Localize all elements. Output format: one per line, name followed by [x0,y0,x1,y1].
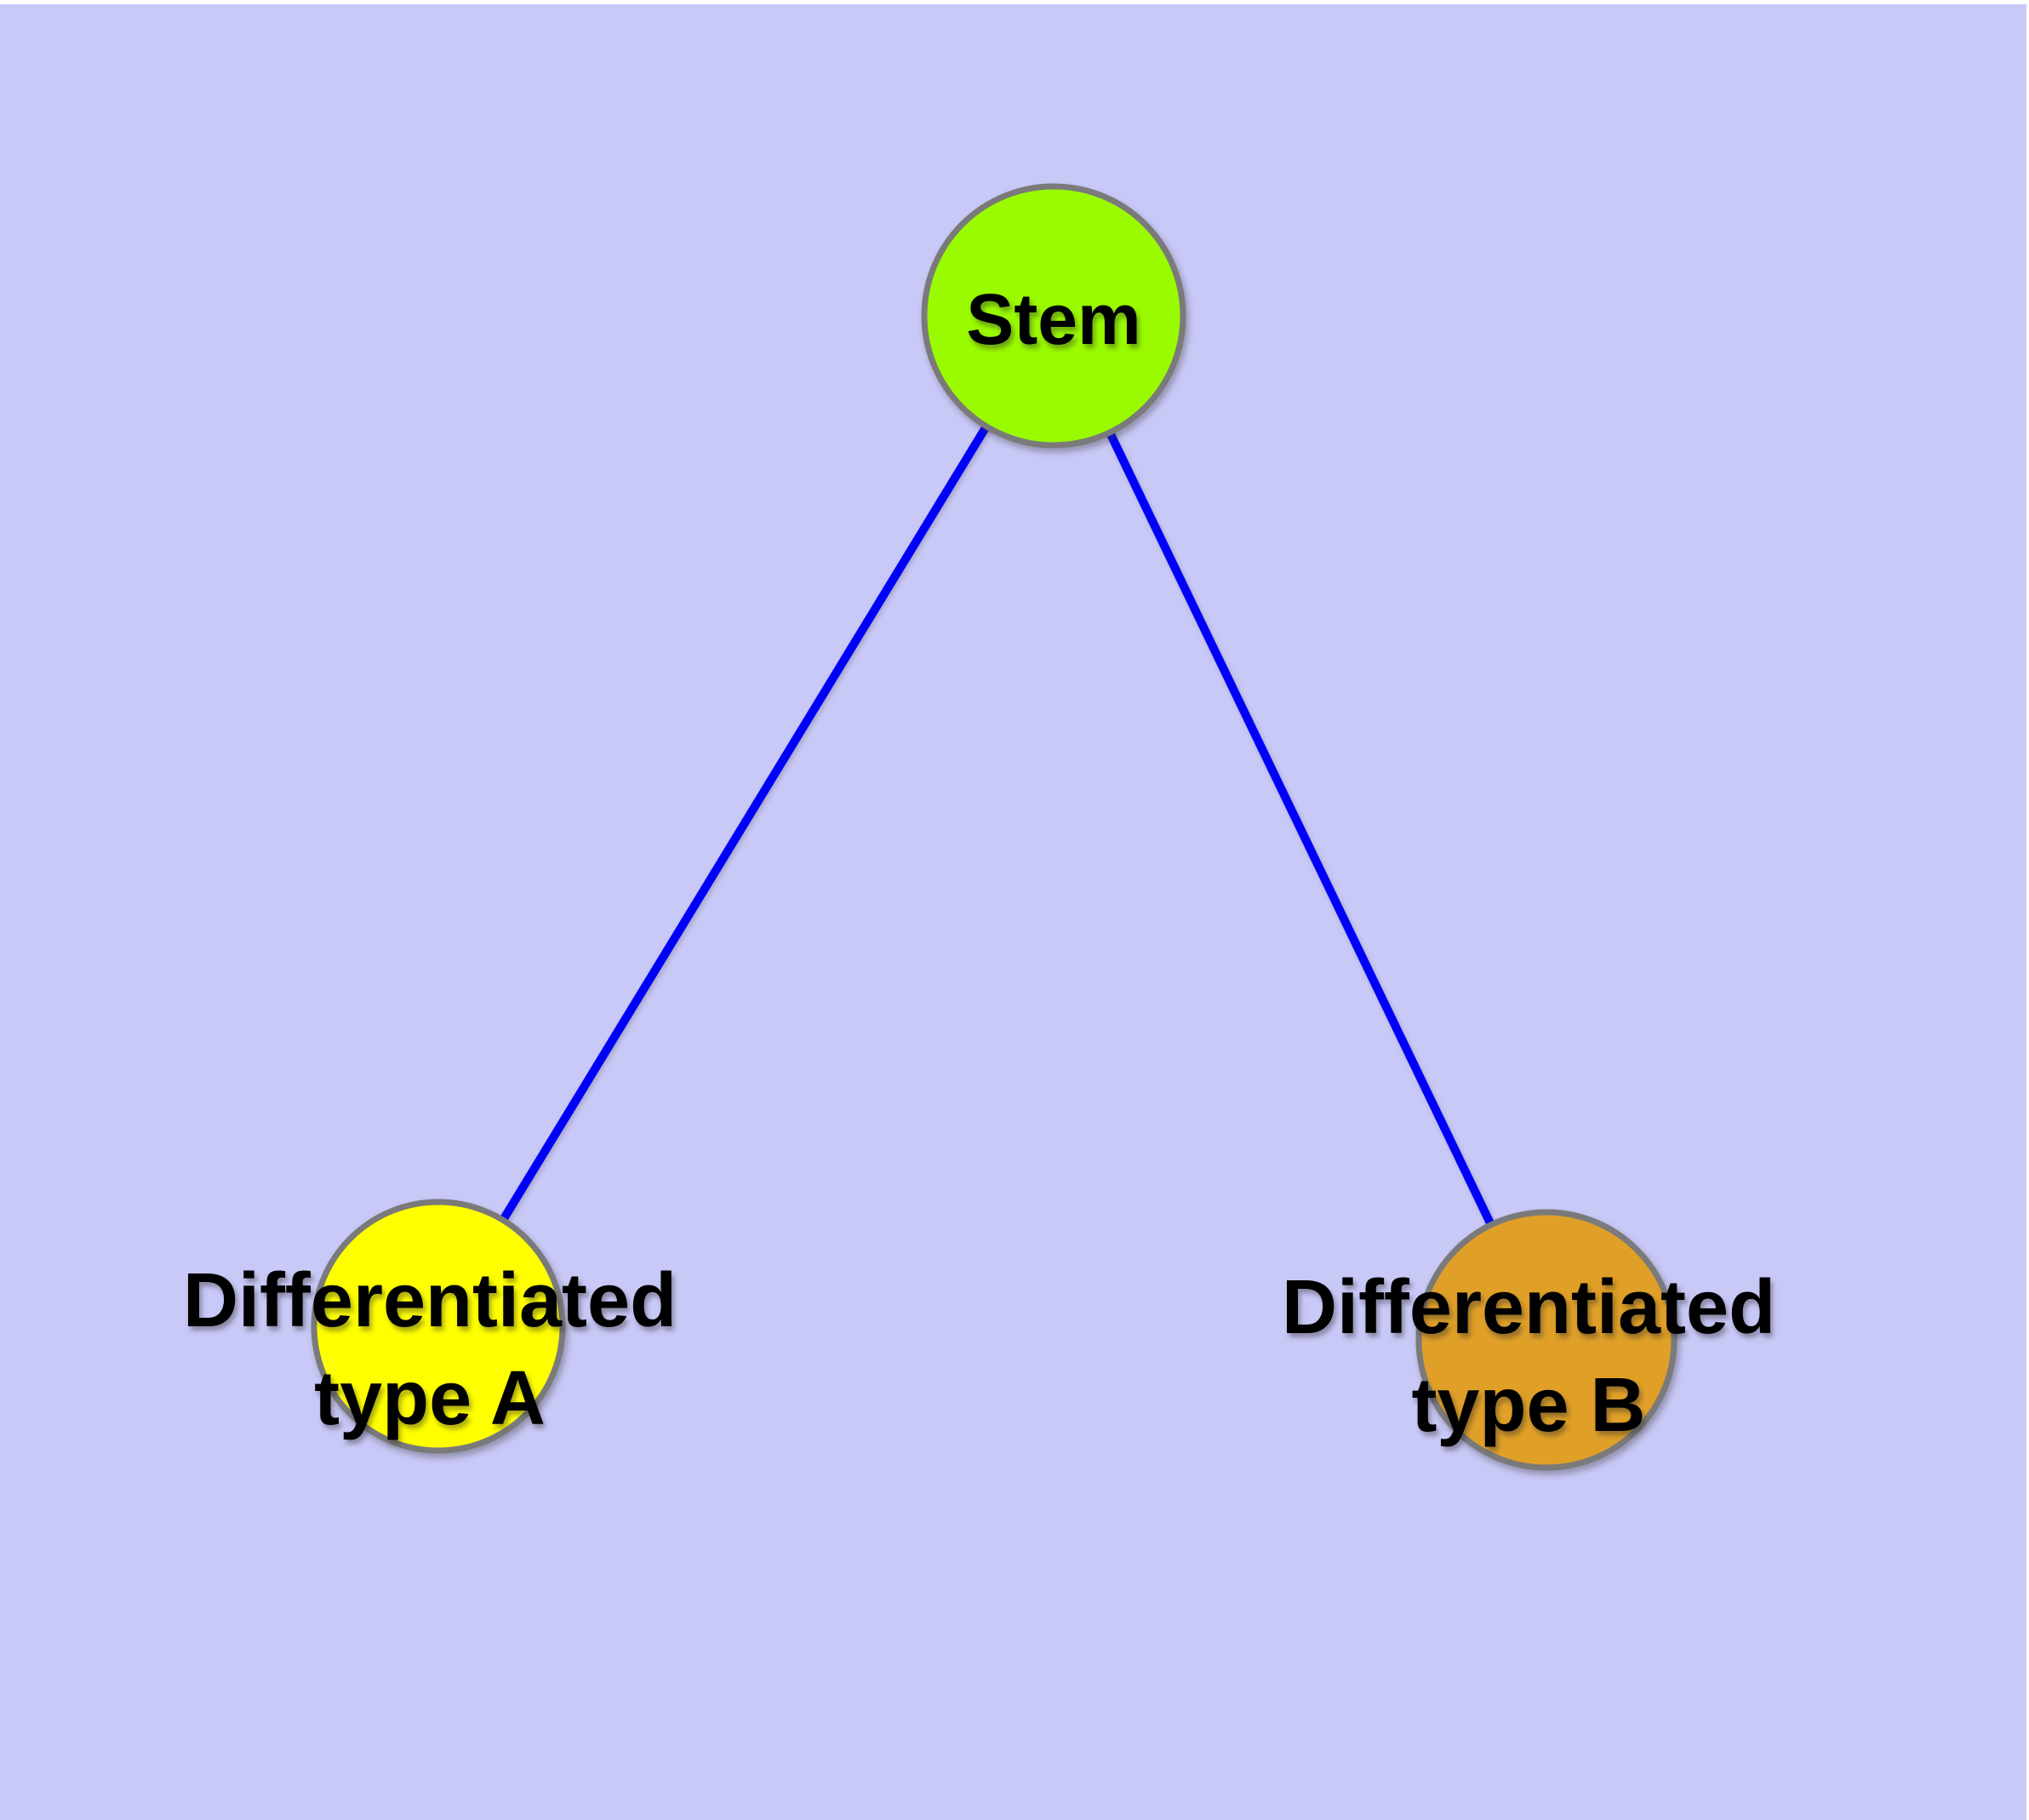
type-a-label-line1: Differentiated [182,1258,677,1343]
type-a-node [311,1199,566,1454]
type-a-label-line2: type A [314,1356,546,1441]
type-a-node-label: Differentiated type A [183,1252,677,1448]
type-b-node-label: Differentiated type B [1282,1259,1775,1455]
type-b-node [1415,1209,1677,1471]
type-b-label-line2: type B [1411,1363,1646,1448]
edge-stem-to-type-a [434,313,1058,1329]
stem-node-label: Stem [966,279,1141,359]
edge-stem-to-type-b [1049,313,1551,1342]
type-b-label-line1: Differentiated [1281,1265,1776,1350]
stem-node [921,183,1186,449]
